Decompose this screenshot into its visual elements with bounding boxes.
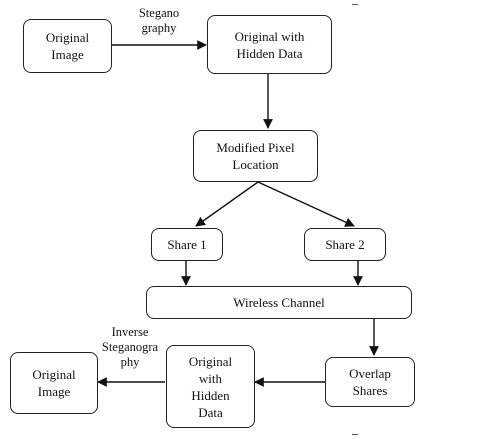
node-original-with-hidden-data-bottom: Original with Hidden Data bbox=[166, 345, 255, 428]
node-original-image-top: Original Image bbox=[23, 19, 112, 73]
arrow-modified-to-share1 bbox=[195, 181, 259, 227]
node-original-image-bottom: Original Image bbox=[10, 352, 98, 414]
node-modified-pixel-location: Modified Pixel Location bbox=[193, 130, 318, 182]
corner-mark-top bbox=[352, 4, 358, 5]
node-share-1: Share 1 bbox=[151, 228, 223, 261]
arrow-modified-to-share2 bbox=[257, 181, 355, 227]
corner-mark-bottom bbox=[352, 434, 358, 435]
node-share-2: Share 2 bbox=[304, 228, 386, 261]
node-original-with-hidden-data-top: Original with Hidden Data bbox=[207, 15, 332, 74]
label-steganography: Stegano graphy bbox=[138, 6, 180, 35]
node-overlap-shares: Overlap Shares bbox=[325, 357, 415, 407]
node-wireless-channel: Wireless Channel bbox=[146, 286, 412, 319]
label-inverse-steganography: Inverse Steganogra phy bbox=[101, 325, 159, 369]
